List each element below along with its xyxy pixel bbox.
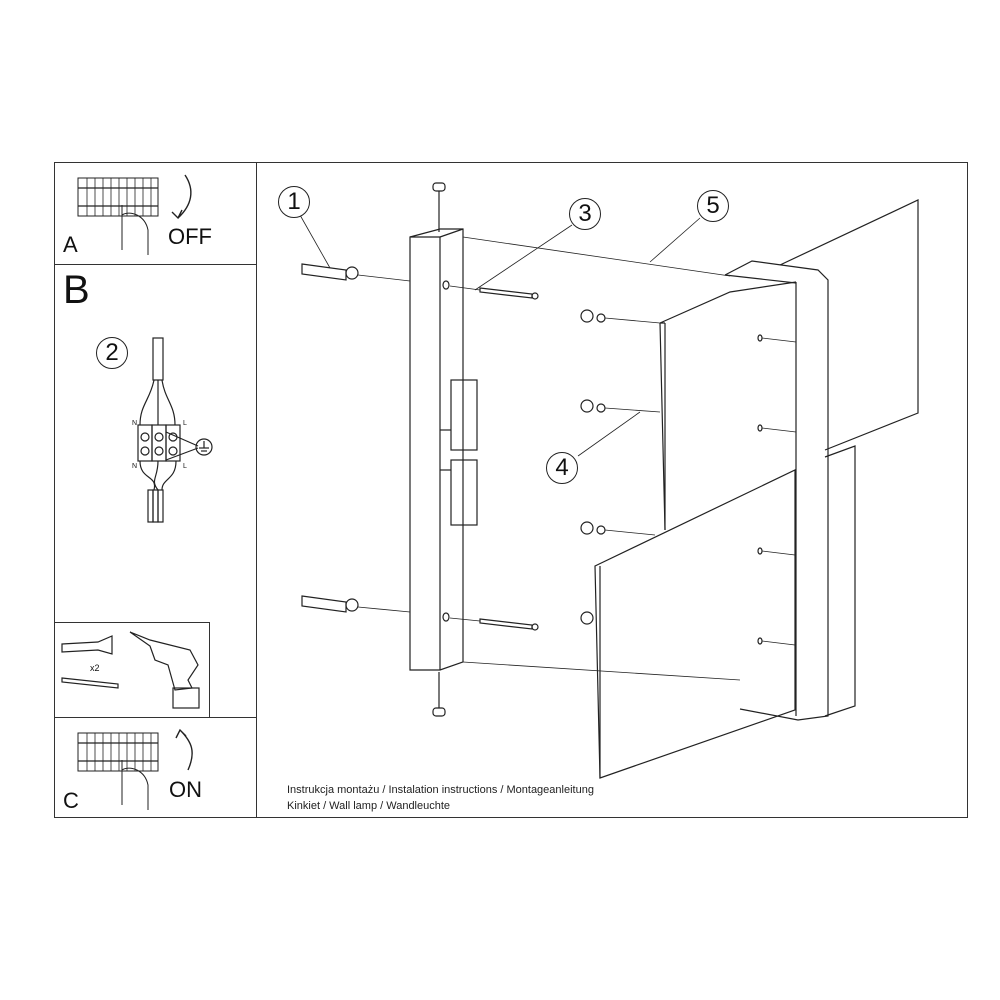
lamp-panel-lower — [594, 469, 796, 779]
step-a-letter: A — [63, 232, 78, 257]
wall-plug-icon — [301, 263, 411, 613]
callout-leaders — [299, 214, 701, 457]
top-screw-icon — [432, 182, 446, 232]
step-a-off-label: OFF — [168, 224, 212, 249]
drill-and-fixings-icon — [61, 631, 200, 709]
terminal-l-bottom: L — [183, 463, 187, 470]
nut-washer-icon — [580, 309, 661, 625]
circuit-breaker-switch-off-icon — [77, 174, 192, 255]
terminal-n-top: N — [132, 420, 138, 427]
wall-bracket-bar — [409, 228, 478, 671]
terminal-l-top: L — [183, 420, 187, 427]
callout-4: 4 — [546, 452, 578, 484]
bottom-screw-icon — [432, 672, 446, 717]
ground-symbol-icon — [195, 438, 213, 456]
caption-instructions: Instrukcja montażu / Instalation instruc… — [287, 784, 594, 796]
callout-1: 1 — [278, 186, 310, 218]
step-b-letter: B — [63, 268, 90, 312]
circuit-breaker-switch-on-icon — [77, 728, 193, 810]
step-c-letter: C — [63, 788, 79, 813]
mounting-bracket — [462, 236, 829, 721]
instruction-sheet — [54, 162, 968, 818]
callout-3: 3 — [569, 198, 601, 230]
lamp-panel-back — [779, 199, 919, 717]
callout-2: 2 — [96, 337, 128, 369]
terminal-n-bottom: N — [132, 463, 138, 470]
caption-product: Kinkiet / Wall lamp / Wandleuchte — [287, 800, 451, 812]
left-column-divider — [54, 162, 257, 818]
screw-icon — [449, 285, 539, 631]
callout-5: 5 — [697, 190, 729, 222]
step-c-on-label: ON — [169, 777, 202, 802]
terminal-block-wiring-icon — [137, 337, 213, 523]
lamp-panel-upper — [659, 281, 797, 531]
quantity-label: x2 — [90, 663, 100, 673]
